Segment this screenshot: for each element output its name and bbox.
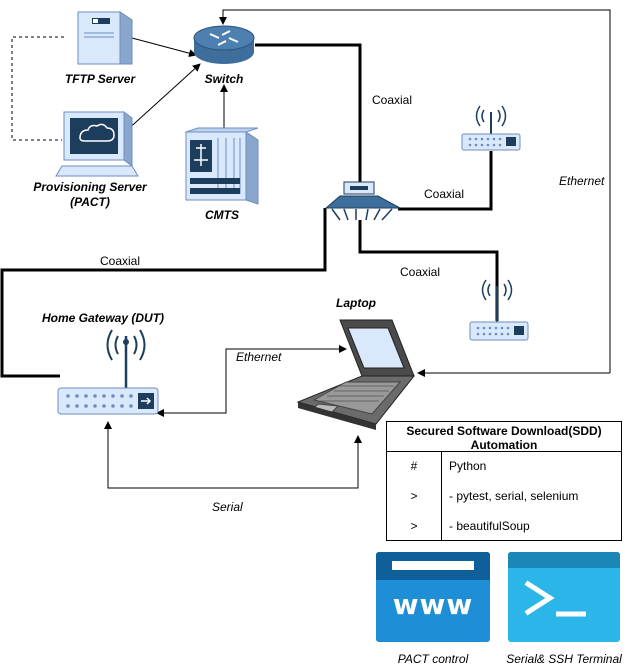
automation-row-value: - pytest, serial, selenium: [449, 489, 579, 503]
switch-label: Switch: [204, 72, 244, 86]
terminal-prompt-glyph: [524, 580, 586, 617]
tftp-server-label: TFTP Server: [64, 72, 136, 86]
automation-row: > - beautifulSoup: [387, 516, 621, 536]
automation-title: Secured Software Download(SDD) Automatio…: [387, 422, 621, 452]
tftp-server-icon: [77, 11, 133, 65]
coaxial-splitter-modem1: [398, 151, 493, 211]
cmts-icon: [185, 127, 259, 205]
ethernet-label-laptop: Ethernet: [236, 350, 282, 364]
terminal-icon[interactable]: [508, 552, 620, 642]
terminal-label: Serial& SSH Terminal: [506, 652, 622, 666]
automation-row-key: #: [410, 459, 418, 473]
automation-table: Secured Software Download(SDD) Automatio…: [386, 421, 622, 541]
automation-row-key: >: [410, 489, 418, 503]
ethernet-laptop-gateway-link: [156, 348, 345, 417]
cmts-label: CMTS: [205, 208, 239, 222]
web-browser-icon[interactable]: www: [376, 552, 490, 642]
coaxial-splitter-gateway: [0, 208, 327, 378]
coaxial-label-switch: Coaxial: [372, 93, 413, 107]
automation-row: # Python: [387, 456, 621, 476]
automation-row-value: Python: [449, 459, 487, 473]
coaxial-label-modem2: Coaxial: [400, 265, 441, 279]
coaxial-label-gateway: Coaxial: [100, 254, 141, 268]
tftp-switch-link: [131, 37, 197, 58]
coaxial-switch-splitter: [255, 43, 362, 182]
tftp-provisioning-dashed-link: [11, 36, 64, 141]
automation-row-key: >: [410, 519, 418, 533]
cable-modem-2-icon: [469, 279, 529, 341]
pact-control-label: PACT control: [397, 652, 469, 666]
serial-link: [107, 423, 362, 489]
serial-label: Serial: [212, 500, 243, 514]
www-glyph: www: [392, 588, 474, 621]
home-gateway-icon: [57, 329, 159, 415]
automation-row: > - pytest, serial, selenium: [387, 486, 621, 506]
ethernet-switch-laptop-link: [219, 9, 611, 373]
provisioning-server-label: Provisioning Server (PACT): [33, 180, 147, 209]
laptop-label: Laptop: [336, 296, 376, 310]
coaxial-label-modem1: Coaxial: [424, 187, 465, 201]
provisioning-switch-link: [124, 63, 201, 133]
cable-modem-1-icon: [461, 105, 521, 151]
home-gateway-label: Home Gateway (DUT): [42, 311, 165, 325]
ethernet-label-right: Ethernet: [559, 174, 605, 188]
laptop-icon: [296, 319, 416, 430]
splitter-icon: [324, 181, 401, 221]
automation-row-value: - beautifulSoup: [449, 519, 530, 533]
provisioning-server-icon: [55, 111, 139, 177]
switch-icon: [193, 25, 255, 64]
